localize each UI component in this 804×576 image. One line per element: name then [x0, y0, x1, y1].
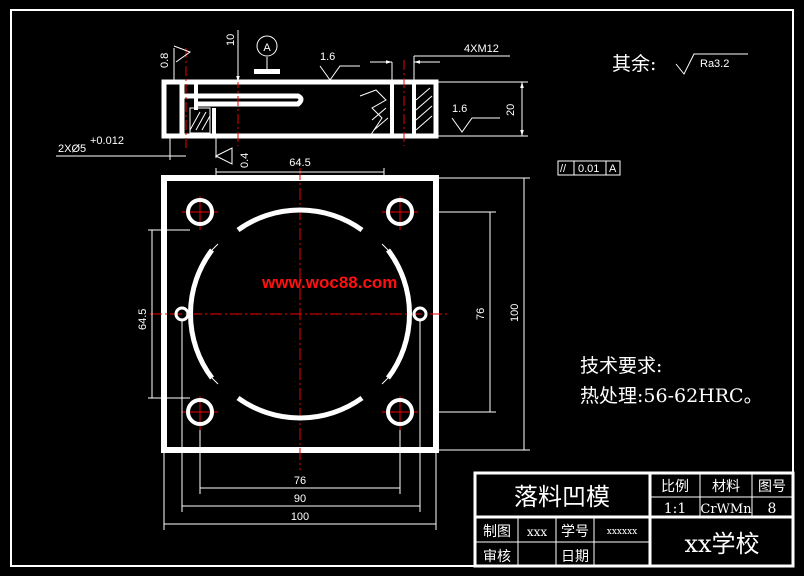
dim-right-76: 76 — [475, 308, 487, 320]
dim-thread: 4XM12 — [464, 43, 499, 55]
drawing-frame — [10, 9, 794, 567]
title-block — [473, 471, 795, 568]
dim-10: 10 — [225, 34, 237, 46]
roughness-symbol — [675, 53, 748, 75]
side-outline — [161, 79, 439, 139]
corner-hole-bl — [186, 398, 214, 426]
tech-title: 技术要求: — [580, 355, 662, 377]
dim-bottom-100: 100 — [291, 511, 309, 523]
finish-1-6-right: 1.6 — [452, 103, 467, 115]
finish-0-4: 0.4 — [239, 153, 251, 168]
student-no-value: xxxxxx — [607, 527, 637, 537]
dim-left-64-5: 64.5 — [137, 309, 149, 330]
material-value: CrWMn — [700, 502, 752, 517]
side-view: A 10 0.8 1.6 4XM12 1.6 20 2XØ5 +0.012 — [56, 30, 528, 168]
dim-bottom-76: 76 — [294, 475, 306, 487]
corner-hole-tl — [186, 198, 214, 226]
finish-0-8: 0.8 — [159, 53, 171, 68]
drawn-value: xxx — [527, 525, 548, 539]
scale-label: 比例 — [661, 479, 689, 495]
roughness-value: Ra3.2 — [700, 58, 729, 70]
student-no-label: 学号 — [561, 524, 589, 540]
die-cavity-outline — [188, 207, 412, 421]
corner-hole-br — [386, 398, 414, 426]
scale-value: 1:1 — [664, 501, 687, 517]
material-label: 材料 — [712, 479, 740, 495]
corner-hole-tr — [386, 198, 414, 226]
dim-dowel: 2XØ5 — [58, 143, 86, 155]
plan-view: www.woc88.com // 0.01 A 64.5 64.5 76 100… — [137, 157, 621, 530]
parallel-value: 0.01 — [578, 163, 599, 175]
dim-top-64-5: 64.5 — [289, 157, 310, 169]
drawing-no-value: 8 — [768, 501, 777, 517]
dim-right-100: 100 — [509, 304, 521, 322]
tech-line-1: 热处理:56-62HRC。 — [580, 385, 763, 407]
school-name: xx学校 — [684, 530, 759, 558]
part-name: 落料凹模 — [514, 483, 610, 511]
parallel-tol-frame — [557, 160, 621, 176]
dim-bottom-90: 90 — [294, 493, 306, 505]
parallel-symbol: // — [560, 163, 567, 175]
dim-20: 20 — [505, 104, 517, 116]
datum-label: A — [263, 42, 271, 54]
parallel-datum: A — [609, 163, 617, 175]
finish-1-6-top: 1.6 — [320, 51, 335, 63]
roughness-label: 其余: — [612, 53, 656, 75]
drawn-label: 制图 — [483, 524, 511, 540]
date-label: 日期 — [561, 549, 589, 565]
watermark: www.woc88.com — [261, 273, 397, 292]
review-label: 审核 — [483, 549, 511, 565]
dim-dowel-tol: +0.012 — [90, 135, 124, 147]
drawing-no-label: 图号 — [758, 479, 786, 495]
